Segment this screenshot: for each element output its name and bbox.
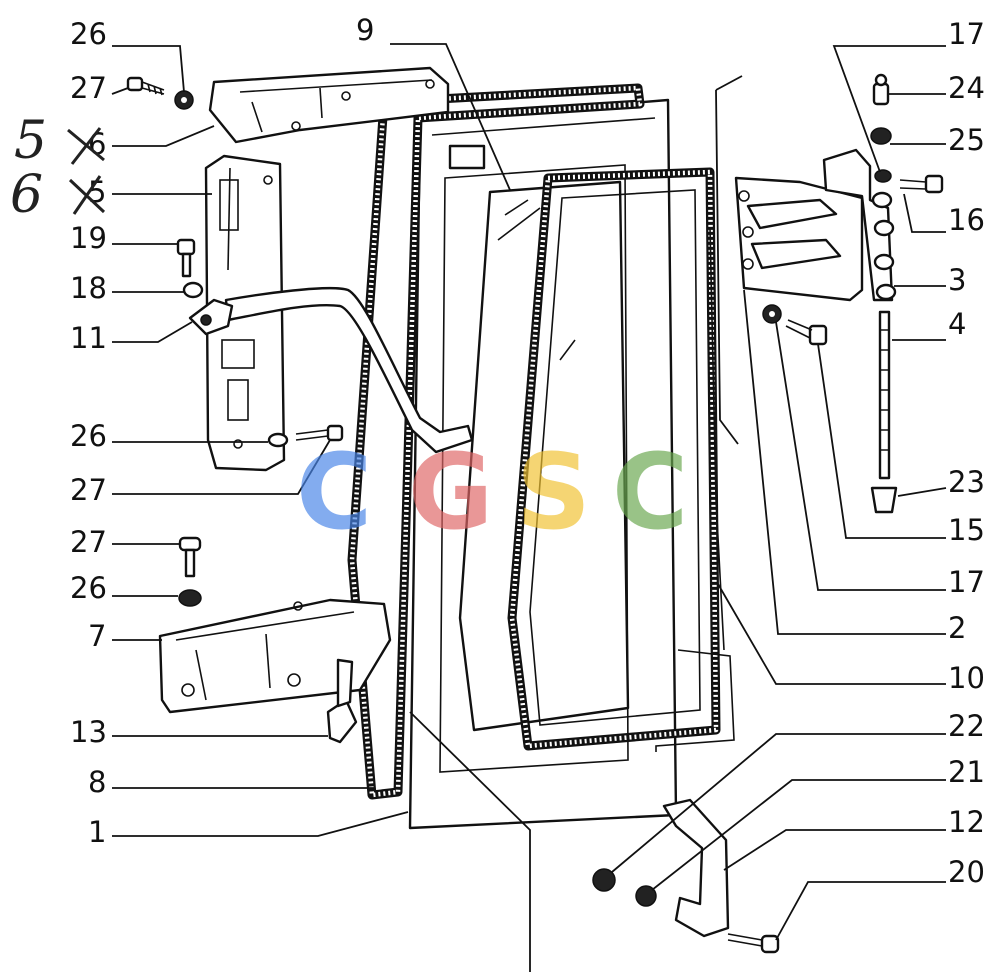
grease-nipple-24 [872,73,890,106]
callout-label: 15 [948,513,985,547]
screw-20 [727,933,780,954]
callout-label: 24 [948,71,985,105]
callout-label: 21 [948,755,985,789]
glass-pane-part [458,180,630,732]
callout-label: 11 [70,321,107,355]
watermark-letter: G [408,431,493,553]
callout-label: 10 [948,661,985,695]
callout-label: 3 [948,263,966,297]
nut-26-low [178,589,202,607]
bottom-frame-part [158,598,392,714]
hinge-plate-part [734,176,864,302]
screw-27-top [126,76,165,96]
callout-label: 7 [88,619,106,653]
screw-19 [176,238,196,278]
callout-label: 25 [948,123,985,157]
left-callout-labels: 26 27 6 5 19 18 11 26 27 27 26 7 13 8 1 [70,17,107,849]
handwritten-note: 5 [14,111,47,171]
callout-label: 26 [70,571,107,605]
callout-label: 2 [948,611,966,645]
bolt-15 [785,319,828,346]
callout-label: 27 [70,525,107,559]
window-seal-part [507,167,721,751]
callout-label: 27 [70,71,107,105]
grab-handle-part [662,798,730,938]
callout-label: 17 [948,17,985,51]
callout-label: 17 [948,565,985,599]
callout-label: 1 [88,815,106,849]
callout-label: 16 [948,203,985,237]
lock-barrel-part [326,658,358,744]
screw-27-mid [295,424,344,442]
watermark-letter: C [612,431,688,553]
callout-label: 4 [948,307,966,341]
nut-22 [592,868,616,892]
callout-label: 13 [70,715,107,749]
nut-25 [870,127,892,145]
screw-27-low [178,536,202,578]
hinge-pin-part [878,310,891,480]
strike-mark [67,127,105,165]
lower-rod-linkage [655,227,735,752]
handle-rod-part [188,286,474,454]
callout-label: 20 [948,855,985,889]
callout-label: 8 [88,765,106,799]
callout-label: 12 [948,805,985,839]
handwritten-note: 6 [10,165,43,225]
washer-21 [635,885,657,907]
callout-label: 26 [70,17,107,51]
door-latch-opening [448,144,486,170]
washer-26-mid [267,432,289,448]
nut-23 [870,486,898,514]
callout-label: 9 [356,13,374,47]
strike-mark [68,175,106,215]
callout-label: 22 [948,709,985,743]
door-outer-seal-part [347,83,645,800]
callout-label: 26 [70,419,107,453]
fasteners [126,73,944,954]
nut-17-top [874,169,892,183]
hinge-bracket-part [822,148,897,302]
handwritten-annotations: 5 6 [10,111,106,225]
top-frame-part [208,66,450,144]
right-callout-labels: 17 24 25 16 3 4 23 15 17 2 10 22 21 12 2… [948,17,985,889]
callout-label: 23 [948,465,985,499]
callout-label: 27 [70,473,107,507]
washer-18 [182,281,204,299]
callout-label: 18 [70,271,107,305]
callout-label: 19 [70,221,107,255]
leader-lines [111,43,947,972]
bolt-16 [899,174,944,194]
cgsc-watermark: C G S C [296,431,688,553]
watermark-letter: S [516,431,591,553]
watermark-letter: C [296,431,372,553]
